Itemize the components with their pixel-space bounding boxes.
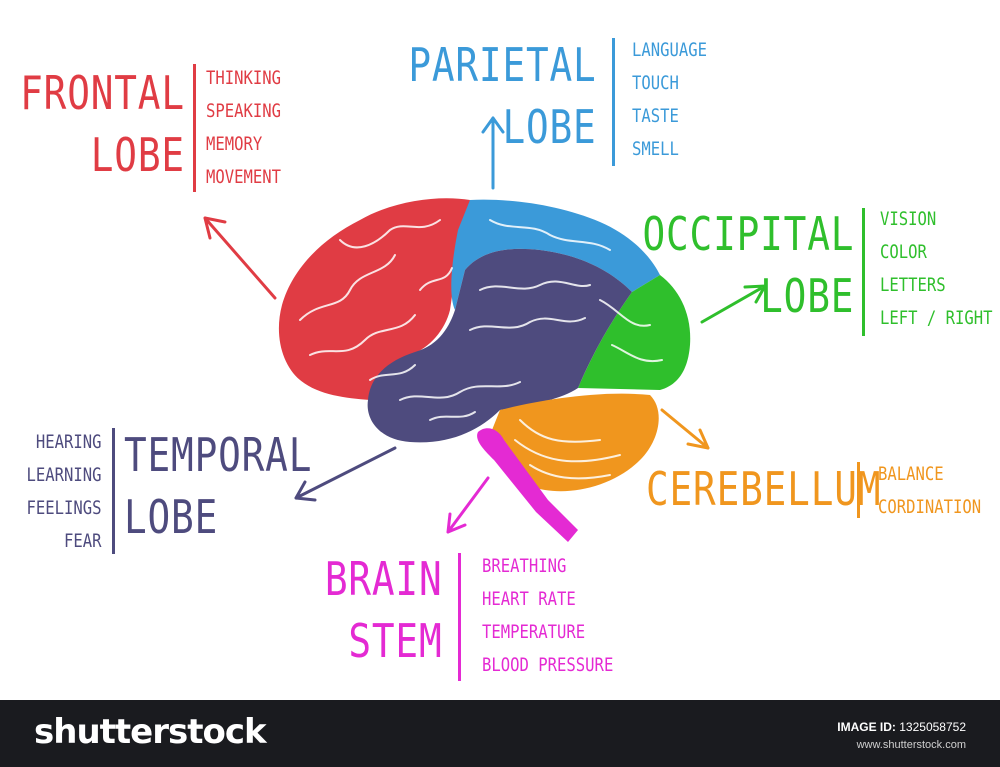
cerebellum-function-item: BALANCE bbox=[878, 463, 944, 485]
brainstem-divider bbox=[458, 553, 461, 681]
occipital-lobe-region bbox=[578, 275, 691, 390]
image-id-label: IMAGE ID: bbox=[837, 720, 896, 734]
parietal-function-item: LANGUAGE bbox=[632, 39, 708, 61]
occipital-title: OCCIPITAL LOBE bbox=[642, 207, 854, 323]
stock-footer: shutterstock IMAGE ID: 1325058752 www.sh… bbox=[0, 700, 1000, 767]
site-url: www.shutterstock.com bbox=[856, 739, 966, 751]
parietal-function-item: SMELL bbox=[632, 138, 679, 160]
frontal-functions: THINKING SPEAKING MEMORY MOVEMENT bbox=[206, 62, 281, 194]
cerebellum-functions: BALANCE CORDINATION bbox=[878, 458, 981, 524]
parietal-divider bbox=[612, 38, 615, 166]
parietal-lobe-region bbox=[451, 199, 660, 310]
temporal-functions: HEARING LEARNING FEELINGS FEAR bbox=[27, 426, 102, 558]
temporal-divider bbox=[112, 428, 115, 554]
occipital-arrow bbox=[700, 284, 767, 324]
frontal-lobe-region bbox=[278, 198, 470, 400]
temporal-title: TEMPORAL LOBE bbox=[124, 428, 313, 544]
parietal-function-item: TASTE bbox=[632, 105, 679, 127]
brainstem-arrow bbox=[446, 476, 490, 534]
cerebellum-divider bbox=[857, 462, 860, 518]
occipital-function-item: LEFT / RIGHT bbox=[880, 307, 993, 329]
frontal-function-item: MEMORY bbox=[206, 133, 263, 155]
parietal-function-item: TOUCH bbox=[632, 72, 679, 94]
brainstem-function-item: HEART RATE bbox=[482, 588, 576, 610]
parietal-arrow bbox=[481, 116, 505, 190]
occipital-function-item: VISION bbox=[880, 208, 937, 230]
brand-logo: shutterstock bbox=[34, 712, 267, 752]
temporal-arrow bbox=[294, 446, 397, 502]
cerebellum-function-item: CORDINATION bbox=[878, 496, 982, 518]
brainstem-title: BRAIN STEM bbox=[324, 552, 442, 668]
temporal-function-item: HEARING bbox=[36, 431, 103, 453]
brainstem-function-item: TEMPERATURE bbox=[482, 621, 586, 643]
frontal-arrow bbox=[203, 216, 277, 300]
temporal-function-item: LEARNING bbox=[26, 464, 102, 486]
frontal-function-item: THINKING bbox=[206, 67, 282, 89]
temporal-lobe-region bbox=[367, 248, 632, 443]
cerebellum-arrow bbox=[660, 408, 710, 450]
image-id-value: 1325058752 bbox=[899, 720, 966, 734]
frontal-function-item: MOVEMENT bbox=[206, 166, 282, 188]
temporal-function-item: FEAR bbox=[64, 530, 102, 552]
occipital-divider bbox=[862, 208, 865, 336]
image-id-block: IMAGE ID: 1325058752 www.shutterstock.co… bbox=[837, 718, 966, 754]
parietal-functions: LANGUAGE TOUCH TASTE SMELL bbox=[632, 34, 707, 166]
brainstem-function-item: BLOOD PRESSURE bbox=[482, 654, 614, 676]
brain-diagram: FRONTAL LOBE THINKING SPEAKING MEMORY MO… bbox=[20, 34, 993, 682]
temporal-function-item: FEELINGS bbox=[26, 497, 102, 519]
occipital-function-item: LETTERS bbox=[880, 274, 946, 296]
brainstem-function-item: BREATHING bbox=[482, 555, 567, 577]
frontal-function-item: SPEAKING bbox=[206, 100, 282, 122]
cerebellum-title: CEREBELLUM bbox=[646, 462, 882, 516]
brain-illustration bbox=[203, 116, 767, 542]
parietal-title: PARIETAL LOBE bbox=[408, 38, 597, 154]
brainstem-functions: BREATHING HEART RATE TEMPERATURE BLOOD P… bbox=[482, 550, 613, 682]
occipital-functions: VISION COLOR LETTERS LEFT / RIGHT bbox=[880, 203, 993, 335]
brainstem-region bbox=[477, 428, 578, 542]
frontal-divider bbox=[193, 64, 196, 192]
occipital-function-item: COLOR bbox=[880, 241, 927, 263]
frontal-title: FRONTAL LOBE bbox=[20, 66, 185, 182]
